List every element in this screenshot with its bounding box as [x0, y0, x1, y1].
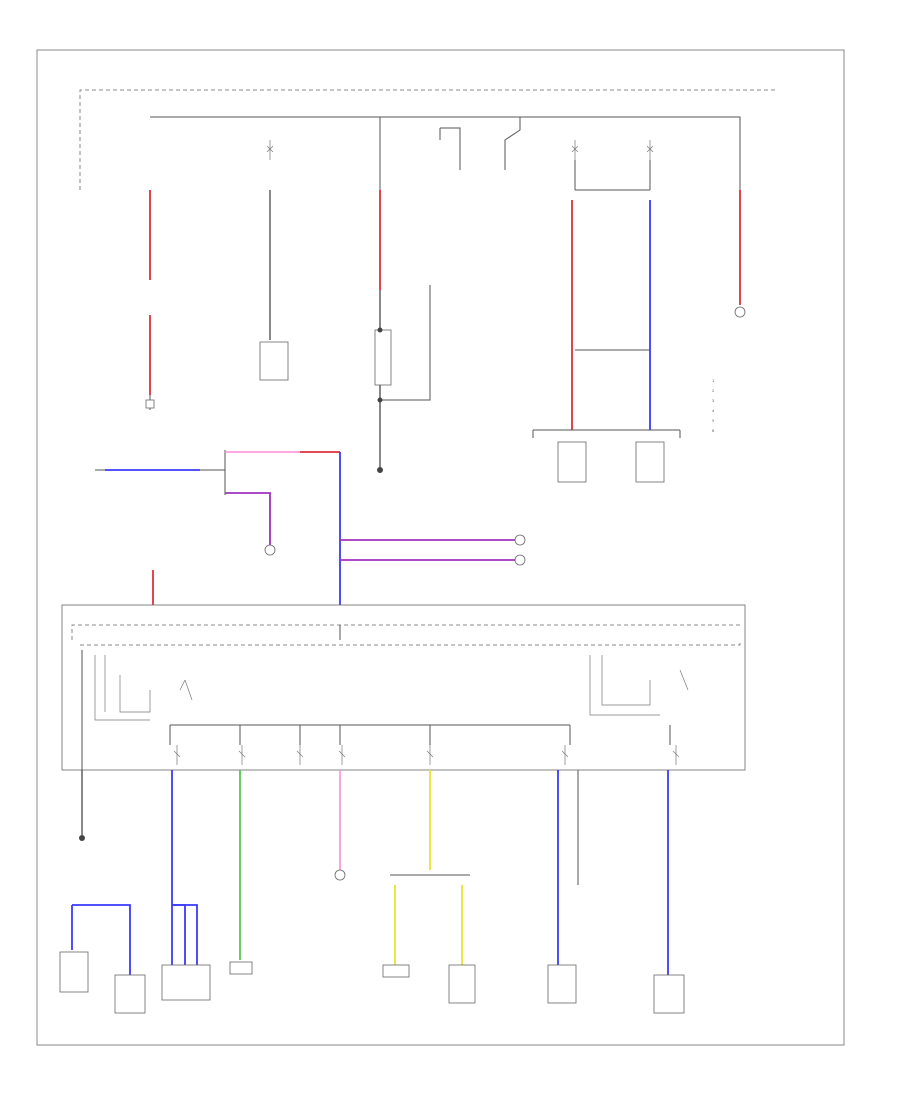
fuse-box	[61, 604, 746, 771]
wire-dark-1	[259, 190, 289, 381]
component-box	[161, 964, 211, 1001]
top-bus	[79, 89, 775, 190]
wire-pair-right	[532, 160, 681, 483]
relay-box	[374, 329, 392, 386]
bottom-components	[59, 951, 685, 1014]
component-box	[547, 964, 577, 1004]
svg-text:1: 1	[712, 379, 714, 383]
component-box	[448, 964, 476, 1004]
svg-text:5: 5	[712, 419, 714, 423]
wire-red-left	[145, 190, 155, 410]
component-box	[229, 961, 253, 975]
wire-center	[374, 190, 431, 473]
component-box	[382, 964, 410, 978]
svg-text:3: 3	[712, 399, 714, 403]
component-box	[259, 341, 289, 381]
component-box	[653, 974, 685, 1014]
legend: 1 2 3 4 5 6	[712, 379, 715, 433]
component-box	[635, 441, 665, 483]
svg-text:6: 6	[712, 429, 715, 433]
wire-red-right	[734, 190, 746, 318]
diagram-frame	[36, 49, 845, 1046]
component-box	[59, 951, 89, 993]
bottom-wires	[71, 770, 669, 975]
component-box	[114, 974, 146, 1014]
fuse-icon	[266, 140, 654, 160]
svg-text:4: 4	[712, 409, 715, 413]
middle-connector	[95, 450, 526, 610]
component-box	[557, 441, 587, 483]
svg-text:2: 2	[712, 389, 714, 393]
fuse-icon	[173, 745, 680, 765]
